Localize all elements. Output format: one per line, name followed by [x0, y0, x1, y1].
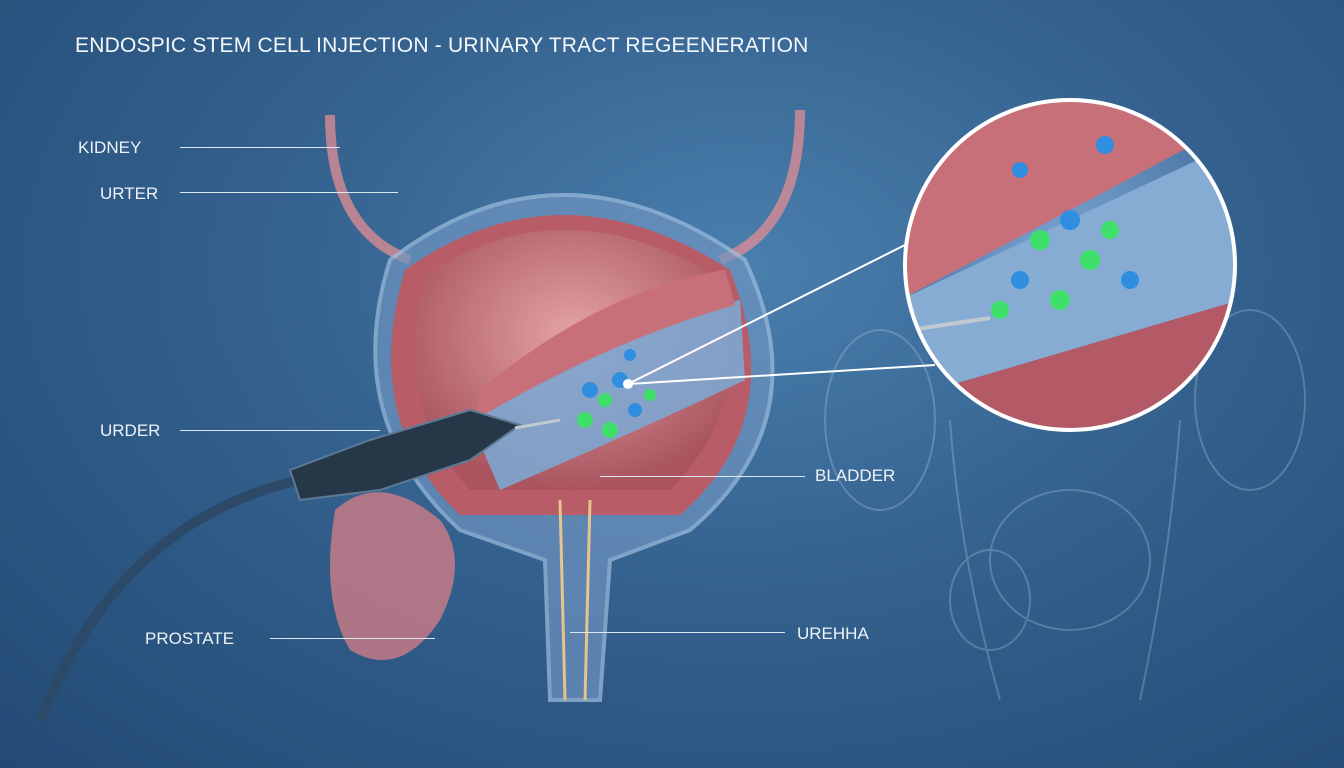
leader-line-urter	[180, 192, 398, 193]
urethra	[558, 499, 592, 701]
leader-line-urehha	[570, 632, 785, 633]
label-kidney: KIDNEY	[78, 138, 142, 157]
endoscope	[288, 408, 523, 502]
leader-line-urder	[180, 430, 380, 431]
leader-line-bladder	[600, 476, 805, 477]
label-urter: URTER	[100, 184, 159, 203]
callout-lines	[627, 244, 936, 385]
leader-line-kidney	[180, 147, 340, 148]
endoscope-cable	[35, 475, 302, 722]
stem-cells-cluster	[577, 349, 656, 438]
ureters	[325, 109, 805, 265]
label-urder: URDER	[100, 421, 161, 440]
label-bladder: BLADDER	[815, 466, 896, 485]
background-anatomy	[824, 309, 1306, 701]
label-prostate: PROSTATE	[145, 629, 235, 648]
label-urehha: UREHHA	[797, 624, 869, 643]
page-title: ENDOSPIC STEM CELL INJECTION - URINARY T…	[75, 34, 809, 57]
leader-line-prostate	[270, 638, 435, 639]
prostate-shape	[330, 492, 455, 660]
magnified-view	[905, 100, 1235, 430]
